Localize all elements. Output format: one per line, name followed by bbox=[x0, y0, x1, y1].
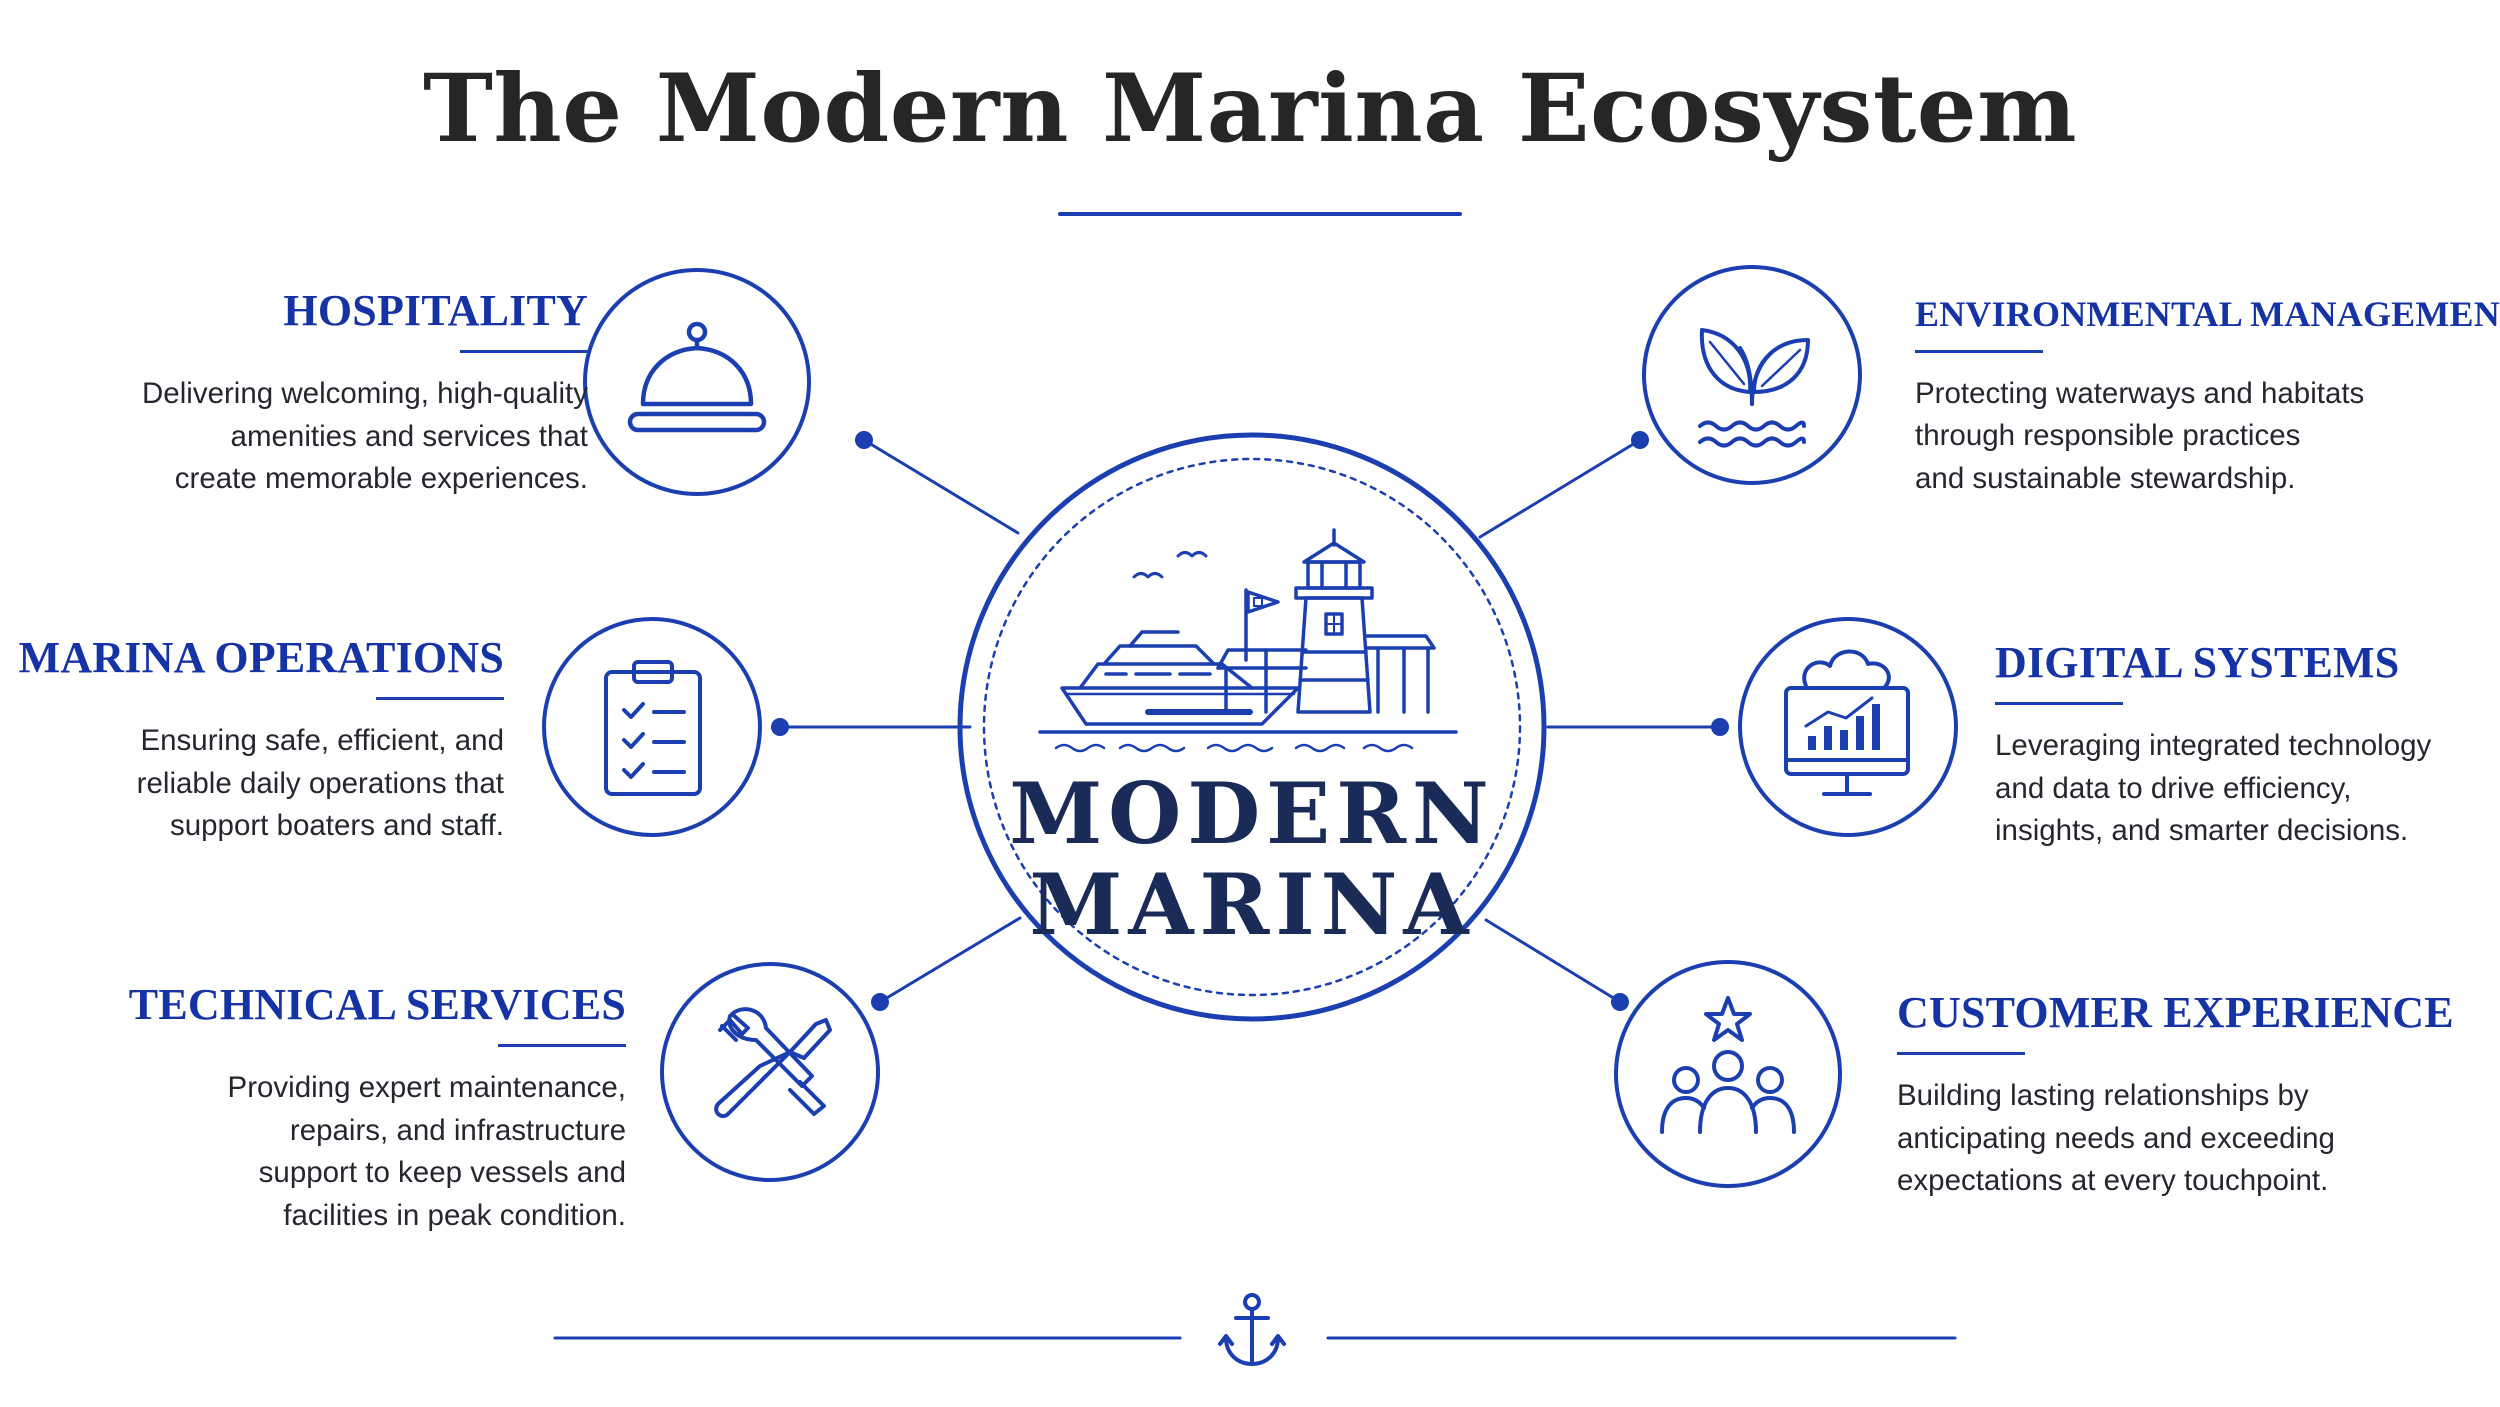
environmental-heading: ENVIRONMENTAL MANAGEMENT bbox=[1915, 294, 2500, 334]
seagulls-icon bbox=[1132, 551, 1208, 579]
environmental-section: ENVIRONMENTAL MANAGEMENT Protecting wate… bbox=[1915, 294, 2500, 500]
digital-heading: DIGITAL SYSTEMS bbox=[1995, 638, 2400, 687]
water-waves-icon bbox=[1054, 743, 1414, 753]
dock-buildings-icon bbox=[1216, 634, 1436, 714]
service-bell-icon bbox=[627, 321, 767, 433]
hospitality-rule bbox=[460, 350, 588, 354]
people-star-icon bbox=[1660, 996, 1796, 1134]
hospitality-icon-circle bbox=[583, 268, 811, 496]
anchor-icon bbox=[1218, 1293, 1286, 1366]
customer-heading: CUSTOMER EXPERIENCE bbox=[1897, 988, 2454, 1037]
customer-description: Building lasting relationships by antici… bbox=[1897, 1079, 2335, 1198]
connector-lines bbox=[778, 438, 1722, 1004]
hospitality-description: Delivering welcoming, high-quality ameni… bbox=[142, 377, 588, 496]
environmental-rule bbox=[1915, 349, 2043, 353]
customer-rule bbox=[1897, 1052, 2025, 1056]
digital-rule bbox=[1995, 702, 2123, 706]
digital-section: DIGITAL SYSTEMS Leveraging integrated te… bbox=[1995, 638, 2432, 853]
yacht-icon bbox=[1060, 630, 1300, 726]
digital-icon-circle bbox=[1738, 617, 1958, 837]
technical-heading: TECHNICAL SERVICES bbox=[128, 980, 626, 1029]
technical-icon-circle bbox=[660, 962, 880, 1182]
lighthouse-icon bbox=[1294, 528, 1374, 714]
marina-illustration bbox=[1038, 528, 1458, 753]
operations-heading: MARINA OPERATIONS bbox=[18, 633, 504, 682]
clipboard-checklist-icon bbox=[604, 660, 702, 796]
center-title-line1: MODERN bbox=[1009, 764, 1495, 863]
customer-section: CUSTOMER EXPERIENCE Building lasting rel… bbox=[1897, 988, 2454, 1203]
cloud-monitor-chart-icon bbox=[1784, 649, 1910, 796]
customer-icon-circle bbox=[1614, 960, 1842, 1188]
operations-section: MARINA OPERATIONS Ensuring safe, efficie… bbox=[18, 633, 504, 848]
hospitality-section: HOSPITALITY Delivering welcoming, high-q… bbox=[142, 286, 588, 501]
wrench-screwdriver-icon bbox=[714, 1007, 832, 1119]
operations-description: Ensuring safe, efficient, and reliable d… bbox=[136, 724, 504, 843]
technical-rule bbox=[498, 1044, 626, 1048]
technical-section: TECHNICAL SERVICES Providing expert main… bbox=[128, 980, 626, 1237]
digital-description: Leveraging integrated technology and dat… bbox=[1995, 729, 2432, 848]
operations-rule bbox=[376, 697, 504, 701]
page-title: The Modern Marina Ecosystem bbox=[422, 54, 2078, 164]
connector-dots bbox=[771, 431, 1729, 1011]
central-hub-inner-ring bbox=[982, 457, 1522, 997]
operations-icon-circle bbox=[542, 617, 762, 837]
environmental-icon-circle bbox=[1642, 265, 1862, 485]
central-hub-outer-ring bbox=[957, 432, 1547, 1022]
hospitality-heading: HOSPITALITY bbox=[283, 286, 588, 335]
technical-description: Providing expert maintenance, repairs, a… bbox=[227, 1071, 626, 1232]
environmental-description: Protecting waterways and habitats throug… bbox=[1915, 376, 2365, 495]
leaf-water-icon bbox=[1698, 328, 1810, 448]
center-title-line2: MARINA bbox=[1029, 855, 1474, 954]
